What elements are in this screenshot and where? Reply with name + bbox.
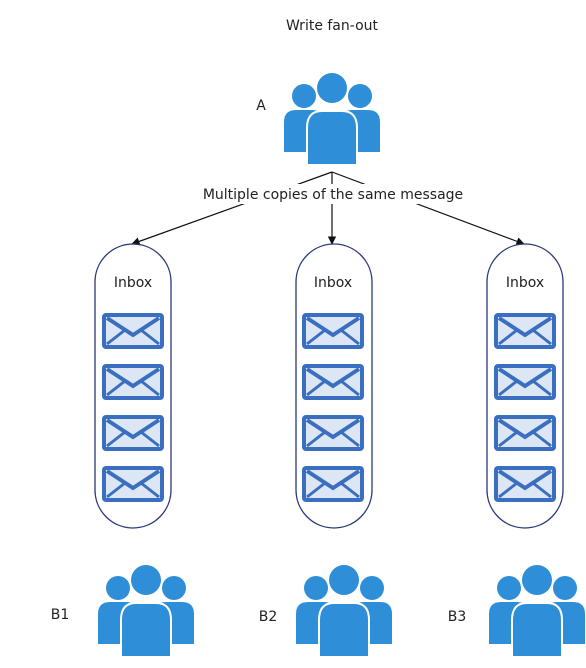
sender-label: A (256, 98, 266, 114)
inbox-3: Inbox (486, 243, 564, 529)
receiver-b3-group-icon (489, 563, 585, 658)
envelope-icon (494, 313, 556, 349)
diagram-title: Write fan-out (286, 18, 379, 34)
inbox-capsule (486, 243, 564, 529)
receiver-label-b2: B2 (259, 609, 278, 625)
fan-out-arrows (131, 171, 525, 246)
envelope-icon (302, 364, 364, 400)
receiver-b2-group-icon (296, 563, 392, 658)
envelope-icon (102, 364, 164, 400)
envelope-icon (494, 364, 556, 400)
envelope-icon (494, 415, 556, 451)
envelope-icon (302, 313, 364, 349)
edge-label-background (204, 184, 462, 204)
arrow-to-inbox-3 (331, 171, 525, 246)
inbox-label: Inbox (506, 275, 544, 291)
inbox-label: Inbox (114, 275, 152, 291)
inbox-label: Inbox (314, 275, 352, 291)
envelope-icon (102, 466, 164, 502)
envelope-icon (302, 415, 364, 451)
inbox-1: Inbox (94, 243, 172, 529)
arrow-to-inbox-1 (131, 171, 333, 246)
edge-label: Multiple copies of the same message (203, 187, 463, 203)
sender-group-icon (284, 71, 380, 166)
receiver-b1-group-icon (98, 563, 194, 658)
envelope-icon (302, 466, 364, 502)
inbox-2: Inbox (295, 243, 373, 529)
inbox-capsule (94, 243, 172, 529)
envelope-icon (494, 466, 556, 502)
receiver-label-b3: B3 (448, 609, 467, 625)
envelope-icon (102, 313, 164, 349)
inbox-capsule (295, 243, 373, 529)
envelope-icon (102, 415, 164, 451)
receiver-label-b1: B1 (51, 607, 70, 623)
